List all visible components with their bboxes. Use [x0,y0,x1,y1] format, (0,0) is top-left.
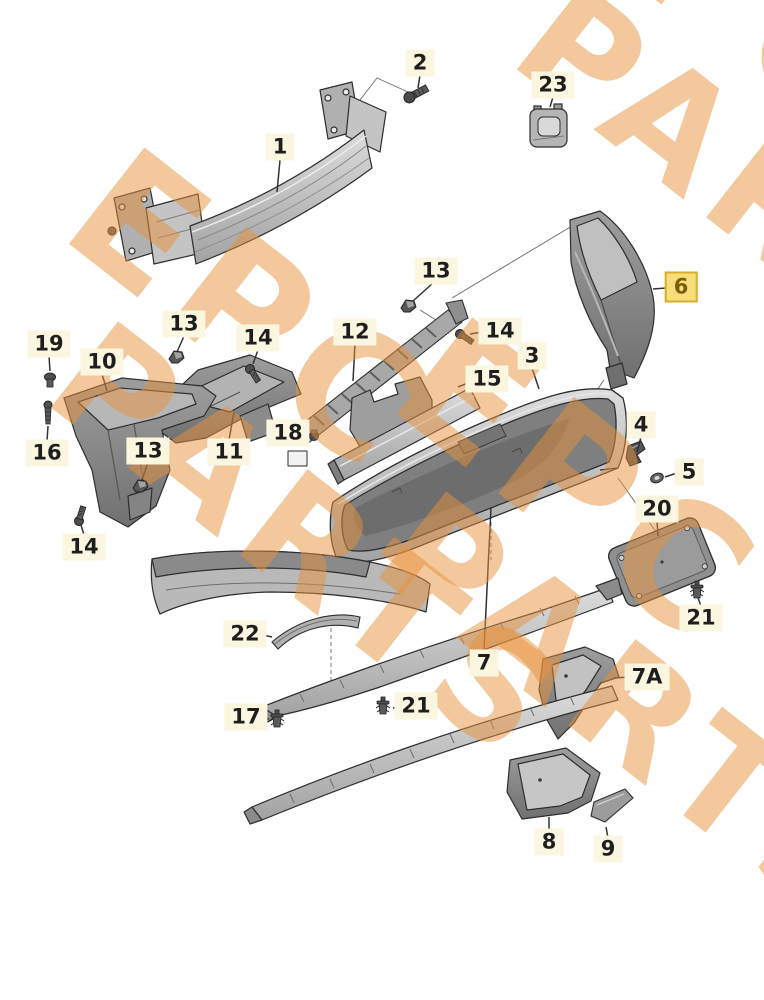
callout-18[interactable]: 18 [266,419,310,447]
callout-19[interactable]: 19 [27,330,71,358]
callout-7[interactable]: 7 [469,649,499,677]
callout-6[interactable]: 6 [664,271,698,303]
callout-21[interactable]: 21 [394,692,438,720]
callout-13[interactable]: 13 [126,437,170,465]
part-23-sensor-housing[interactable] [529,103,568,148]
callout-13[interactable]: 13 [414,257,458,285]
callout-4[interactable]: 4 [626,411,656,439]
callout-14[interactable]: 14 [62,533,106,561]
callout-12[interactable]: 12 [333,318,377,346]
callout-13[interactable]: 13 [162,310,206,338]
part-8-cover-panel[interactable] [506,747,601,820]
part-2-bolt[interactable] [402,83,430,105]
callout-14[interactable]: 14 [236,324,280,352]
fastener-18-clip[interactable] [309,429,319,441]
part-1-impact-beam[interactable] [107,81,387,265]
part-3-bumper-cover[interactable] [287,388,628,564]
part-15-absorber[interactable] [327,376,481,485]
callout-5[interactable]: 5 [674,458,704,486]
callout-22[interactable]: 22 [223,620,267,648]
part-4-bracket[interactable] [625,440,646,467]
fastener-19-clip[interactable] [44,372,56,388]
callout-1[interactable]: 1 [265,133,295,161]
callout-21[interactable]: 21 [679,604,723,632]
callout-23[interactable]: 23 [531,71,575,99]
callout-17[interactable]: 17 [224,703,268,731]
part-6-side-bracket[interactable] [569,210,655,390]
part-9-strip[interactable] [590,788,634,823]
callout-7A[interactable]: 7A [624,663,670,691]
callout-10[interactable]: 10 [80,348,124,376]
part-22-trim-strip[interactable] [271,614,361,650]
callout-8[interactable]: 8 [534,828,564,856]
part-3-lower-valance[interactable] [150,550,431,615]
part-7-lower-plate[interactable] [243,685,619,825]
callout-15[interactable]: 15 [465,365,509,393]
callout-16[interactable]: 16 [25,439,69,467]
fastener-16-screw[interactable] [43,400,53,425]
callout-3[interactable]: 3 [517,342,547,370]
callout-2[interactable]: 2 [405,49,435,77]
callout-11[interactable]: 11 [207,438,251,466]
callout-9[interactable]: 9 [593,835,623,863]
part-5-grommet[interactable] [649,471,664,484]
callout-14[interactable]: 14 [478,317,522,345]
part-7-skid-plate[interactable] [255,577,623,723]
callout-20[interactable]: 20 [635,495,679,523]
